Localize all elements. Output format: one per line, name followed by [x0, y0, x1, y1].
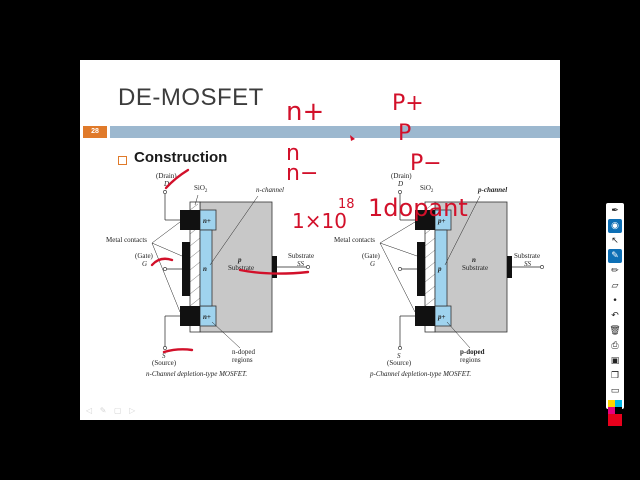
label-substrate-inner: Substrate [228, 264, 254, 272]
slide-nav[interactable]: ◁ ✎ ▢ ▷ [86, 406, 140, 415]
color-red[interactable] [608, 414, 622, 426]
color-black[interactable] [615, 407, 622, 414]
label-source: (Source) [152, 359, 177, 367]
page-number: 28 [83, 126, 107, 138]
label-sio2: SiO2 [194, 184, 208, 194]
title-bar [110, 126, 560, 138]
p-label-d: D [397, 180, 403, 188]
pen-nav-icon[interactable]: ✎ [99, 406, 107, 415]
label-substrate: Substrate [288, 252, 314, 260]
pointer-icon[interactable]: ↖ [611, 236, 619, 246]
p-label-p-plus-bottom: p+ [437, 313, 446, 321]
label-n-plus-bottom: n+ [203, 313, 211, 321]
p-label-p-channel: p-channel [477, 186, 507, 194]
p-label-p-chan: p [437, 265, 442, 273]
substrate-contact [272, 256, 277, 278]
p-label-drain: (Drain) [391, 172, 412, 180]
label-gate: (Gate) [135, 252, 154, 260]
p-label-p-doped: p-doped [460, 348, 485, 356]
p-label-s: S [397, 352, 401, 360]
slide: DE-MOSFET 28 Construction [80, 60, 560, 420]
color-palette[interactable] [608, 400, 622, 426]
next-slide-icon[interactable]: ▷ [129, 406, 136, 415]
color-magenta[interactable] [608, 407, 615, 414]
label-n-plus-top: n+ [203, 217, 211, 225]
p-label-metal-contacts: Metal contacts [334, 236, 375, 244]
undo-icon[interactable]: ↶ [611, 311, 619, 321]
n-channel-region [199, 229, 213, 307]
trash-icon[interactable]: 🗑 [609, 326, 621, 336]
save-icon[interactable]: ▣ [610, 356, 620, 366]
pen-tool-icon[interactable]: ✒ [611, 206, 619, 216]
prev-slide-icon[interactable]: ◁ [86, 406, 93, 415]
p-label-gate: (Gate) [362, 252, 381, 260]
p-label-n-substrate: n [472, 256, 476, 264]
drain-contact [180, 210, 200, 230]
p-channel-diagram: (Drain) D SiO2 p-channel Metal contacts … [334, 172, 544, 378]
eraser-icon[interactable]: ▱ [611, 281, 619, 291]
label-n-chan: n [203, 265, 207, 273]
p-label-substrate: Substrate [514, 252, 540, 260]
source-contact [180, 306, 200, 326]
label-s: S [162, 352, 166, 360]
annotation-toolbar: ✒ ◉ ↖ ✎ ✏ ▱ • ↶ 🗑 ⎙ ▣ ❐ ▭ [606, 203, 624, 426]
label-ss: SS [297, 260, 305, 268]
gate-contact [182, 242, 190, 296]
label-metal-contacts: Metal contacts [106, 236, 147, 244]
color-yellow[interactable] [608, 400, 615, 407]
caption-n-channel: n-Channel depletion-type MOSFET. [146, 370, 247, 378]
p-label-p-plus-top: p+ [437, 217, 446, 225]
label-n-doped: n-doped [232, 348, 255, 356]
mosfet-diagrams: (Drain) D SiO2 n-channel Metal contacts … [106, 172, 544, 378]
label-d: D [163, 180, 169, 188]
bullet-construction: Construction [134, 149, 228, 166]
bullet-square-icon [118, 156, 127, 165]
p-label-ss: SS [524, 260, 532, 268]
eye-icon[interactable]: ◉ [608, 219, 622, 233]
label-g: G [142, 260, 147, 268]
color-cyan[interactable] [615, 400, 622, 407]
print-icon[interactable]: ⎙ [611, 341, 619, 351]
copy-icon[interactable]: ❐ [610, 371, 620, 381]
label-regions: regions [232, 356, 253, 364]
p-label-regions: regions [460, 356, 481, 364]
label-drain: (Drain) [156, 172, 177, 180]
monitor-icon[interactable]: ▭ [610, 386, 620, 396]
p-label-source: (Source) [387, 359, 412, 367]
dot-icon[interactable]: • [612, 296, 618, 306]
p-label-sio2: SiO2 [420, 184, 434, 194]
label-n-channel: n-channel [256, 186, 284, 194]
slides-overview-icon[interactable]: ▢ [113, 406, 122, 415]
n-channel-diagram: (Drain) D SiO2 n-channel Metal contacts … [106, 172, 314, 378]
p-label-g: G [370, 260, 375, 268]
pencil-icon[interactable]: ✏ [611, 266, 619, 276]
caption-p-channel: p-Channel depletion-type MOSFET. [369, 370, 471, 378]
p-label-substrate-inner: Substrate [462, 264, 488, 272]
highlighter-icon[interactable]: ✎ [608, 249, 622, 263]
label-p-substrate: p [237, 256, 242, 264]
slide-title: DE-MOSFET [118, 84, 264, 111]
